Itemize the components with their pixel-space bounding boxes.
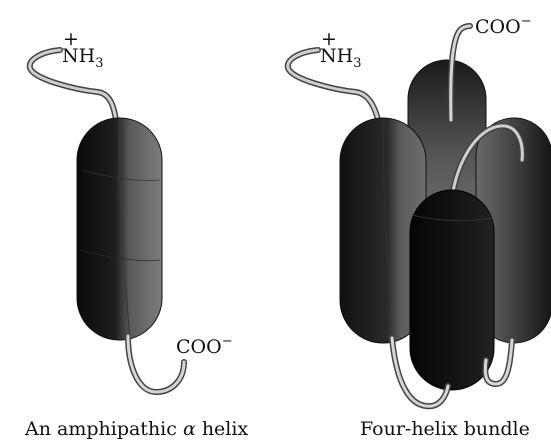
c-terminus-label: COO− [176,334,233,358]
bundle-n-terminus-label: NH3 [320,45,361,71]
bundle-c-terminus-label: COO− [475,14,532,38]
amphipathic-helix-figure: + NH3 COO− [30,28,233,392]
caption-text-suffix: helix [196,418,248,440]
four-helix-bundle-caption: Four-helix bundle [360,418,530,440]
four-helix-bundle-figure: + NH3 COO− [288,14,551,406]
amphipathic-helix-caption: An amphipathic α helix [25,418,248,440]
n-terminus-label: NH3 [62,45,103,71]
alpha-symbol: α [183,418,196,440]
front-helix [410,190,494,390]
caption-text: An amphipathic [25,418,183,440]
